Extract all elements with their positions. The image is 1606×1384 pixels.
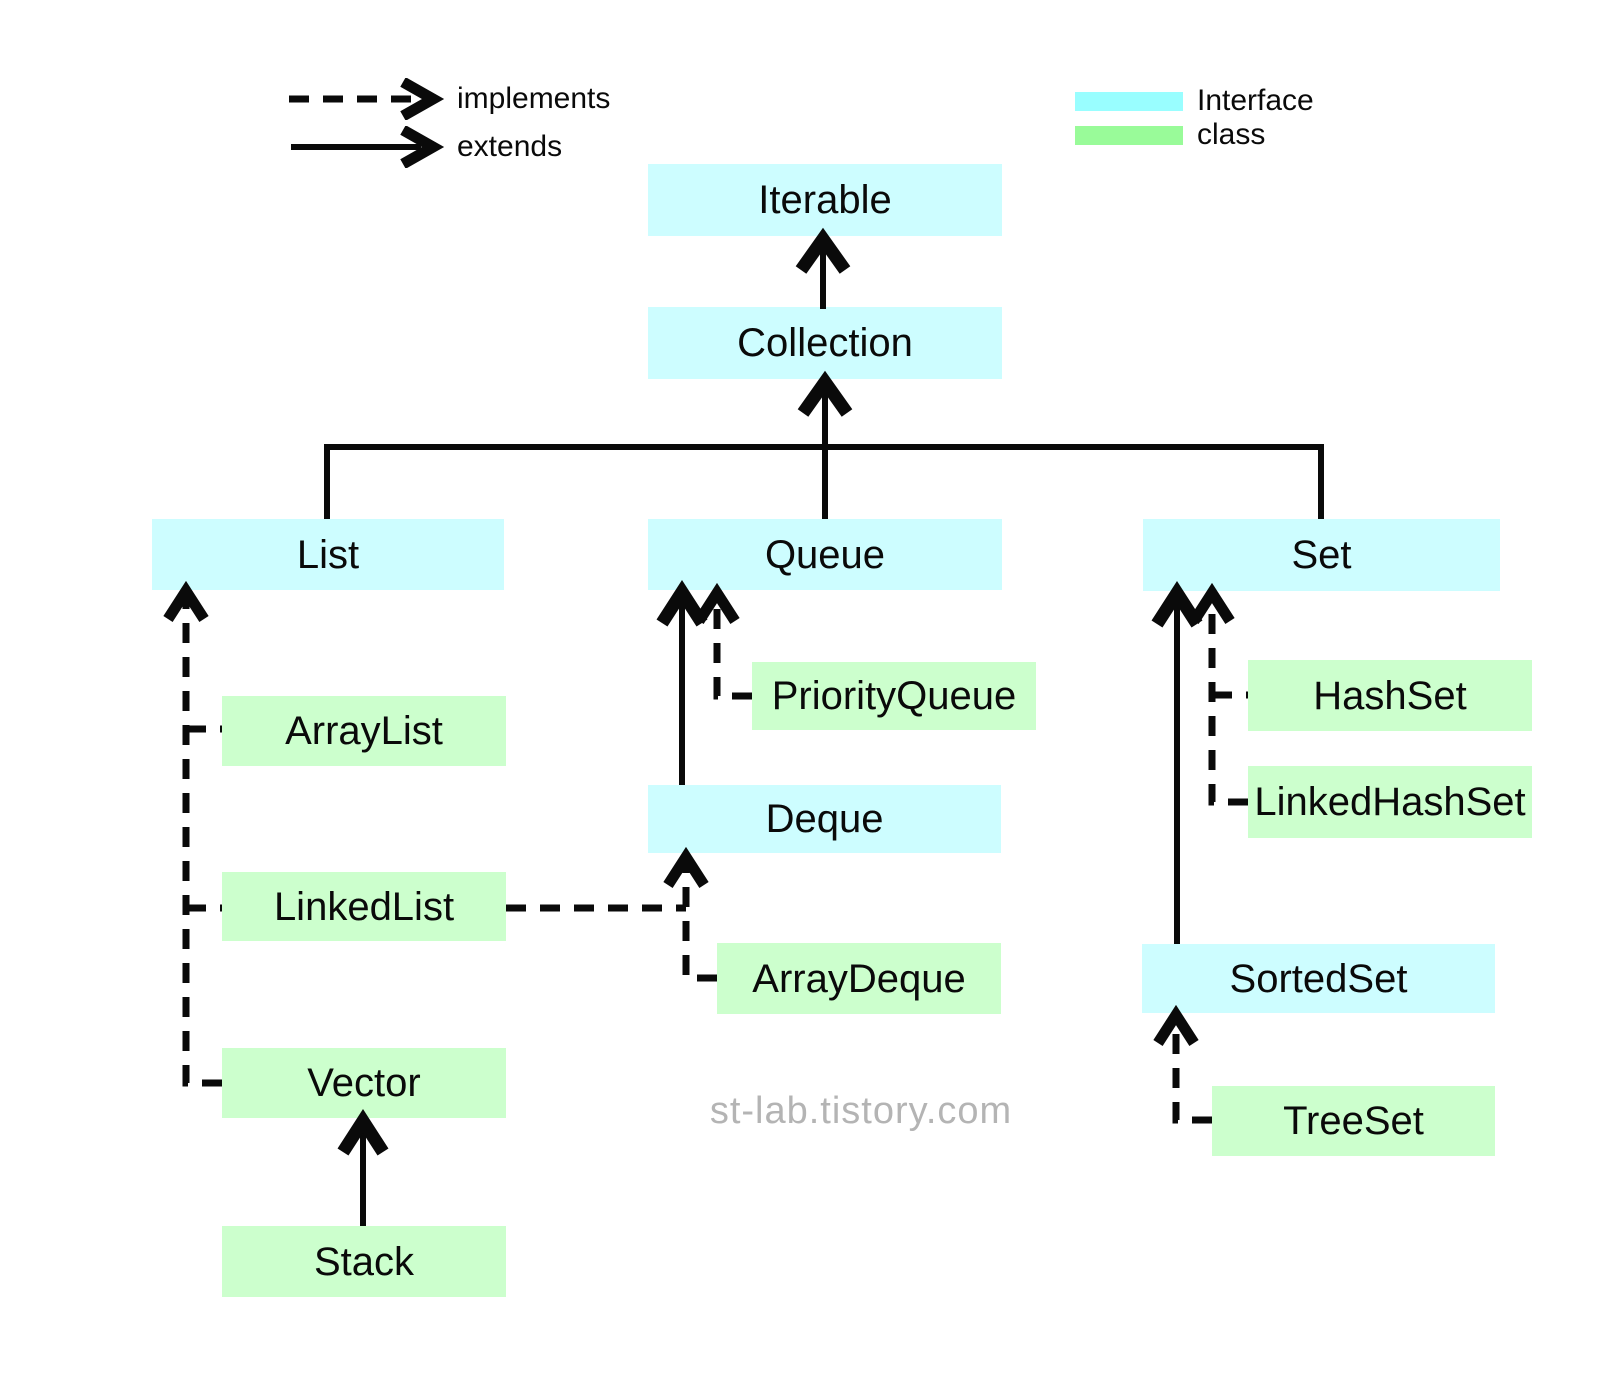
arrowhead-up-icon xyxy=(1153,1004,1199,1046)
legend-extends-row: extends xyxy=(287,126,610,168)
implements-edge-hashset-linkedhashset-to-set xyxy=(1189,582,1248,806)
legend-arrow-meanings: implements extends xyxy=(287,78,610,168)
implements-edge-arraylist-linkedlist-vector-to-list xyxy=(163,580,222,1087)
legend-interface-label: Interface xyxy=(1197,84,1314,117)
edge-spine xyxy=(1208,598,1248,806)
arrowhead-up-icon xyxy=(1189,582,1235,624)
node-deque: Deque xyxy=(648,785,1001,853)
arrowhead-up-icon xyxy=(694,582,740,624)
node-priorityqueue: PriorityQueue xyxy=(752,662,1036,730)
class-color-swatch xyxy=(1075,125,1183,145)
node-collection: Collection xyxy=(648,307,1002,379)
arrowhead-up-icon xyxy=(1151,581,1203,628)
legend-class-row: class xyxy=(1075,118,1314,151)
node-hashset: HashSet xyxy=(1248,660,1532,731)
node-linkedhashset: LinkedHashSet xyxy=(1248,766,1532,838)
legend-class-label: class xyxy=(1197,118,1266,151)
edge-branch-bar xyxy=(324,444,1324,519)
implements-edge-priorityqueue-to-queue xyxy=(694,582,752,700)
solid-arrow-icon xyxy=(291,126,445,168)
edge-spine xyxy=(182,596,222,1087)
node-list: List xyxy=(152,519,504,590)
edge-spine xyxy=(1172,1020,1212,1124)
dashed-arrow-icon xyxy=(289,78,445,120)
extends-edge-sortedset-to-set xyxy=(1151,581,1203,944)
extends-edge-stack-to-vector xyxy=(337,1109,389,1226)
legend-implements-label: implements xyxy=(457,82,611,115)
legend-implements-row: implements xyxy=(287,78,610,120)
node-treeset: TreeSet xyxy=(1212,1086,1495,1156)
node-queue: Queue xyxy=(648,519,1002,590)
node-stack: Stack xyxy=(222,1226,506,1297)
implements-edge-linkedlist-arraydeque-to-deque xyxy=(506,846,717,982)
implements-edge-treeset-to-sortedset xyxy=(1153,1004,1212,1124)
arrowhead-right-icon xyxy=(400,126,445,168)
arrowhead-up-icon xyxy=(163,580,209,622)
node-sortedset: SortedSet xyxy=(1142,944,1495,1013)
legend-node-types: Interface class xyxy=(1075,84,1314,151)
arrowhead-up-icon xyxy=(656,580,708,627)
node-vector: Vector xyxy=(222,1048,506,1118)
extends-edge-collection-to-iterable xyxy=(795,227,851,309)
extends-edge-list-queue-set-to-collection xyxy=(324,370,1324,519)
watermark-text: st-lab.tistory.com xyxy=(709,1090,1013,1132)
edge-spine xyxy=(713,598,752,700)
node-arraylist: ArrayList xyxy=(222,696,506,766)
node-set: Set xyxy=(1143,519,1500,591)
legend-extends-label: extends xyxy=(457,130,563,163)
node-linkedlist: LinkedList xyxy=(222,872,506,941)
arrowhead-up-icon xyxy=(795,227,851,274)
arrowhead-up-icon xyxy=(797,370,853,417)
legend-interface-row: Interface xyxy=(1075,84,1314,117)
interface-color-swatch xyxy=(1075,91,1183,111)
extends-edge-deque-to-queue xyxy=(656,580,708,785)
arrowhead-right-icon xyxy=(400,78,445,120)
node-arraydeque: ArrayDeque xyxy=(717,943,1001,1014)
node-iterable: Iterable xyxy=(648,164,1002,236)
arrowhead-up-icon xyxy=(337,1109,389,1156)
edge-spine xyxy=(682,860,717,982)
arrowhead-up-icon xyxy=(663,846,709,888)
